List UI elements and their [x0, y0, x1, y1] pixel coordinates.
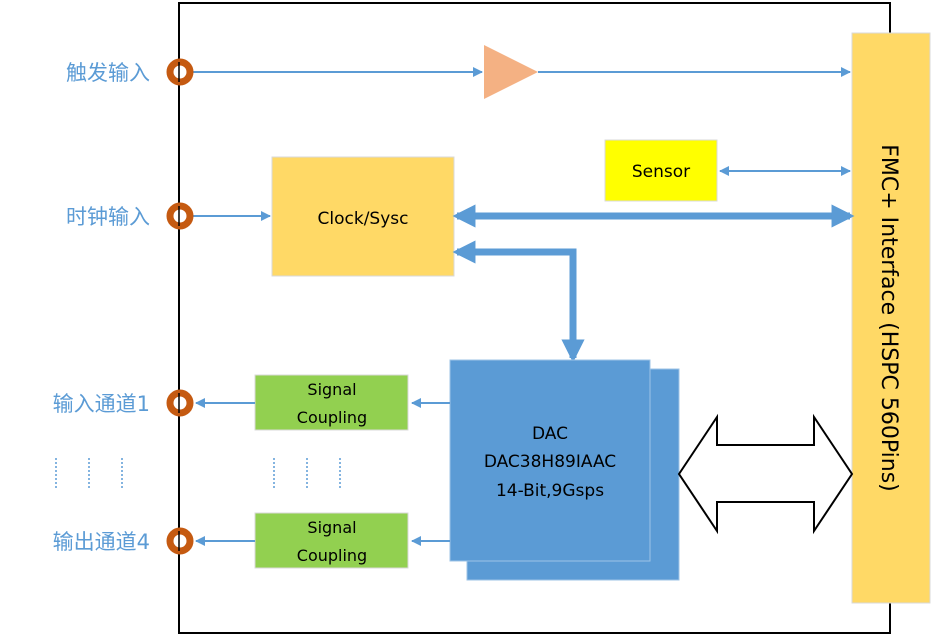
clock-sysc-label: Clock/Sysc	[318, 209, 409, 229]
dac-label-spec: 14-Bit,9Gsps	[496, 481, 604, 501]
channel-ellipsis-left	[55, 458, 123, 488]
port-label-channel-1: 输入通道1	[53, 392, 150, 416]
dac-label-part: DAC38H89IAAC	[484, 452, 616, 472]
clock-dac-bus	[452, 240, 585, 363]
port-connector-icon	[166, 58, 194, 86]
fmc-interface-block: FMC+ Interface (HSPC 560Pins)	[851, 32, 931, 604]
signal-coupling-1-block: Signal Coupling	[254, 374, 409, 431]
port-label-trigger-in: 触发输入	[66, 61, 150, 85]
signal-coupling-4-block: Signal Coupling	[254, 512, 409, 569]
sensor-label: Sensor	[632, 162, 690, 182]
signal-coupling-4-line2: Coupling	[297, 546, 367, 565]
sensor-block: Sensor	[604, 139, 718, 202]
port-label-channel-4: 输出通道4	[53, 530, 150, 554]
amplifier-icon	[484, 45, 538, 99]
dac-block: DAC DAC38H89IAAC 14-Bit,9Gsps	[449, 359, 680, 581]
dac-fmc-data-bus-arrow	[677, 413, 854, 535]
signal-coupling-1-line2: Coupling	[297, 408, 367, 427]
signal-coupling-1-line1: Signal	[307, 380, 356, 399]
fmc-interface-label: FMC+ Interface (HSPC 560Pins)	[876, 144, 901, 492]
dac-label-title: DAC	[532, 424, 568, 444]
clock-sysc-block: Clock/Sysc	[271, 156, 455, 277]
port-connector-icon	[166, 389, 194, 417]
port-label-clock-in: 时钟输入	[66, 205, 150, 229]
coupling-ellipsis	[273, 458, 341, 488]
port-connector-icon	[166, 202, 194, 230]
signal-coupling-4-line1: Signal	[307, 518, 356, 537]
port-connector-icon	[166, 527, 194, 555]
